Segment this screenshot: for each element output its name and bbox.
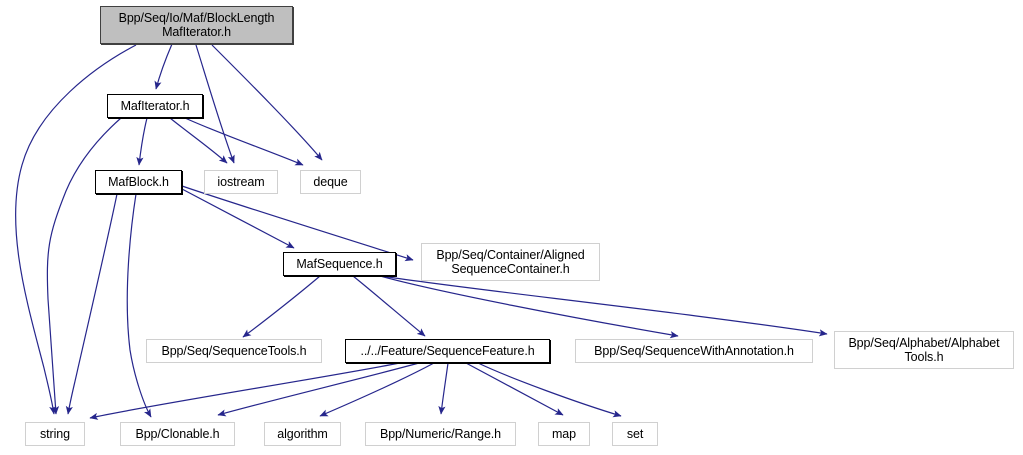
graph-node-mafsequence[interactable]: MafSequence.h xyxy=(283,252,396,276)
graph-node-label: Bpp/Seq/Alphabet/Alphabet Tools.h xyxy=(848,336,1000,364)
graph-node-sequencefeature[interactable]: ../../Feature/SequenceFeature.h xyxy=(345,339,550,363)
graph-edge-mafblock-to-string xyxy=(65,193,118,415)
graph-edge-mafiterator-to-mafblock xyxy=(136,117,148,166)
graph-edge-mafiterator-to-deque xyxy=(184,117,304,166)
graph-edge-mafiterator-to-iostream xyxy=(169,117,228,164)
graph-node-alphabettools[interactable]: Bpp/Seq/Alphabet/Alphabet Tools.h xyxy=(834,331,1014,369)
graph-node-algorithm[interactable]: algorithm xyxy=(264,422,341,446)
graph-node-sequencetools[interactable]: Bpp/Seq/SequenceTools.h xyxy=(146,339,322,363)
graph-node-label: ../../Feature/SequenceFeature.h xyxy=(360,344,535,358)
graph-node-label: MafBlock.h xyxy=(108,175,169,189)
graph-node-label: Bpp/Seq/SequenceTools.h xyxy=(161,344,307,358)
graph-node-label: algorithm xyxy=(277,427,328,441)
graph-node-label: Bpp/Seq/SequenceWithAnnotation.h xyxy=(594,344,794,358)
graph-node-clonable[interactable]: Bpp/Clonable.h xyxy=(120,422,235,446)
graph-edge-mafiterator-to-string xyxy=(46,117,122,415)
graph-node-label: set xyxy=(626,427,644,441)
graph-edge-sequencefeature-to-range xyxy=(438,362,449,415)
graph-node-label: MafSequence.h xyxy=(296,257,383,271)
graph-node-label: MafIterator.h xyxy=(120,99,190,113)
graph-edge-mafsequence-to-alphabettools xyxy=(381,275,828,337)
graph-edge-sequencefeature-to-clonable xyxy=(217,362,420,417)
graph-node-root: Bpp/Seq/Io/Maf/BlockLength MafIterator.h xyxy=(100,6,293,44)
graph-edge-mafsequence-to-sequencewithannotation xyxy=(379,275,679,339)
graph-edge-sequencefeature-to-set xyxy=(477,362,622,418)
graph-node-set[interactable]: set xyxy=(612,422,658,446)
graph-edge-mafsequence-to-sequencetools xyxy=(242,275,321,338)
graph-edge-sequencefeature-to-string xyxy=(89,362,401,420)
graph-node-label: string xyxy=(40,427,70,441)
graph-node-label: Bpp/Numeric/Range.h xyxy=(379,427,502,441)
graph-edge-sequencefeature-to-algorithm xyxy=(319,362,435,417)
graph-edge-root-to-deque xyxy=(211,44,323,161)
graph-node-mafblock[interactable]: MafBlock.h xyxy=(95,170,182,194)
graph-node-label: Bpp/Seq/Container/Aligned SequenceContai… xyxy=(436,248,585,276)
graph-node-label: Bpp/Clonable.h xyxy=(135,427,220,441)
graph-node-label: Bpp/Seq/Io/Maf/BlockLength MafIterator.h xyxy=(118,11,275,39)
graph-node-sequencewithannotation[interactable]: Bpp/Seq/SequenceWithAnnotation.h xyxy=(575,339,813,363)
graph-edge-sequencefeature-to-map xyxy=(465,362,564,416)
graph-edge-mafblock-to-clonable xyxy=(126,193,152,418)
graph-node-string[interactable]: string xyxy=(25,422,85,446)
graph-node-map[interactable]: map xyxy=(538,422,590,446)
graph-node-iostream[interactable]: iostream xyxy=(204,170,278,194)
graph-node-alignedseqcontainer[interactable]: Bpp/Seq/Container/Aligned SequenceContai… xyxy=(421,243,600,281)
graph-node-label: map xyxy=(551,427,577,441)
graph-edge-mafblock-to-mafsequence xyxy=(181,188,295,249)
graph-node-deque[interactable]: deque xyxy=(300,170,361,194)
graph-edge-mafsequence-to-sequencefeature xyxy=(352,275,426,337)
graph-node-label: iostream xyxy=(217,175,265,189)
graph-edge-root-to-mafiterator xyxy=(154,43,173,90)
graph-edge-mafblock-to-alignedseqcontainer xyxy=(181,185,414,262)
graph-node-range[interactable]: Bpp/Numeric/Range.h xyxy=(365,422,516,446)
graph-node-mafiterator[interactable]: MafIterator.h xyxy=(107,94,203,118)
graph-node-label: deque xyxy=(313,175,348,189)
